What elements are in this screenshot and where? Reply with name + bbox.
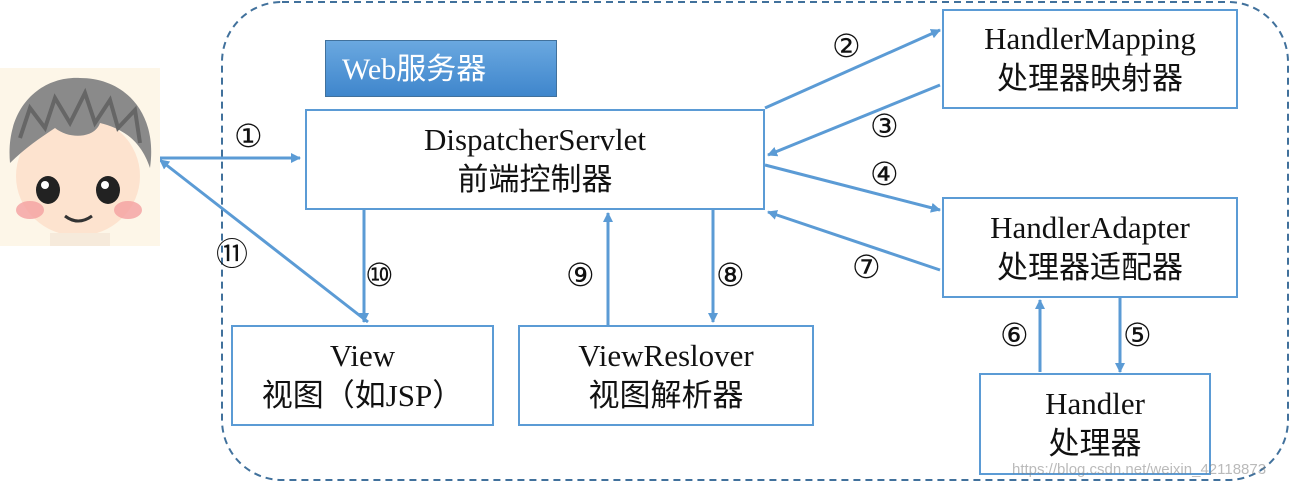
handler-mapping-box: HandlerMapping 处理器映射器 xyxy=(942,9,1238,109)
view-subtitle: 视图（如JSP） xyxy=(261,377,464,413)
watermark: https://blog.csdn.net/weixin_42118873 xyxy=(1012,461,1267,478)
dispatcher-servlet-subtitle: 前端控制器 xyxy=(457,161,613,197)
handler-adapter-title: HandlerAdapter xyxy=(990,209,1190,245)
step-label-6: ⑥ xyxy=(1000,316,1029,354)
web-server-boundary xyxy=(221,1,1289,481)
step-label-4: ④ xyxy=(870,155,899,193)
handler-subtitle: 处理器 xyxy=(1048,426,1142,461)
step-label-5: ⑤ xyxy=(1123,316,1152,354)
handler-adapter-subtitle: 处理器适配器 xyxy=(997,249,1183,285)
handler-mapping-title: HandlerMapping xyxy=(984,21,1196,56)
dispatcher-servlet-title: DispatcherServlet xyxy=(423,121,647,157)
step-label-9: ⑨ xyxy=(566,256,595,294)
arrow-step-11 xyxy=(159,158,369,324)
step-label-10: ⑩ xyxy=(365,256,394,294)
step-label-11: ⑪ xyxy=(216,235,249,273)
handler-mapping-subtitle: 处理器映射器 xyxy=(997,61,1183,96)
web-server-label: Web服务器 xyxy=(325,40,557,97)
view-resolver-subtitle: 视图解析器 xyxy=(588,377,744,413)
user-avatar xyxy=(0,68,160,246)
handler-adapter-box: HandlerAdapter 处理器适配器 xyxy=(942,197,1238,298)
handler-box: Handler 处理器 xyxy=(979,373,1211,475)
step-label-3: ③ xyxy=(870,107,899,145)
arrow-step-7 xyxy=(767,210,941,272)
step-label-1: ① xyxy=(234,117,263,155)
view-box: View 视图（如JSP） xyxy=(231,325,494,426)
view-resolver-box: ViewReslover 视图解析器 xyxy=(518,325,814,426)
view-resolver-title: ViewReslover xyxy=(578,337,754,373)
dispatcher-servlet-box: DispatcherServlet 前端控制器 xyxy=(305,109,765,210)
step-label-2: ② xyxy=(832,27,861,65)
step-label-7: ⑦ xyxy=(852,248,881,286)
arrow-step-2 xyxy=(764,28,941,110)
step-label-8: ⑧ xyxy=(716,256,745,294)
arrow-step-4 xyxy=(764,163,941,213)
handler-title: Handler xyxy=(1045,386,1145,421)
arrow-step-3 xyxy=(767,83,941,157)
view-title: View xyxy=(329,337,396,373)
